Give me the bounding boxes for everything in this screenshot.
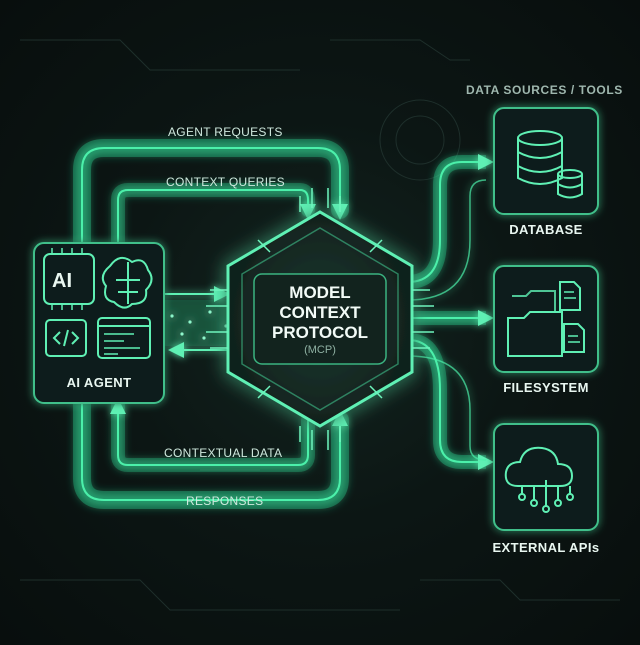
hub-circuit-pins <box>206 188 434 450</box>
tool-connectors <box>407 154 494 470</box>
response-flow-loop <box>73 391 349 509</box>
external-apis-label: EXTERNAL APIs <box>492 540 600 555</box>
responses-label: RESPONSES <box>186 494 264 508</box>
contextual-data-label: CONTEXTUAL DATA <box>164 446 283 460</box>
folder-files-icon <box>507 281 585 357</box>
external-apis-panel <box>493 423 599 531</box>
database-icon <box>517 130 583 199</box>
context-queries-label: CONTEXT QUERIES <box>166 175 285 189</box>
code-window-icon <box>45 319 87 357</box>
agent-hub-connector <box>160 286 238 358</box>
background-circuit-lines <box>20 39 620 611</box>
filesystem-panel <box>493 265 599 373</box>
ai-badge-text: AI <box>52 270 72 292</box>
hub-title-line3: PROTOCOL <box>271 323 369 342</box>
cloud-network-icon <box>504 446 574 513</box>
ai-agent-panel <box>33 242 165 404</box>
hub-title: MODEL CONTEXT PROTOCOL <box>255 283 385 343</box>
hub-subtitle: (MCP) <box>304 344 336 356</box>
data-sources-heading: DATA SOURCES / TOOLS <box>466 83 623 97</box>
hub-title-line2: CONTEXT <box>279 303 361 322</box>
terminal-window-icon <box>97 317 151 359</box>
agent-requests-label: AGENT REQUESTS <box>168 125 283 139</box>
mcp-hub <box>206 188 434 450</box>
filesystem-label: FILESYSTEM <box>503 380 589 395</box>
ai-agent-label: AI AGENT <box>66 375 132 390</box>
brain-icon <box>101 256 153 309</box>
ai-chip-icon <box>43 253 95 305</box>
hub-title-line1: MODEL <box>289 283 351 302</box>
database-panel <box>493 107 599 215</box>
database-label: DATABASE <box>509 222 583 237</box>
